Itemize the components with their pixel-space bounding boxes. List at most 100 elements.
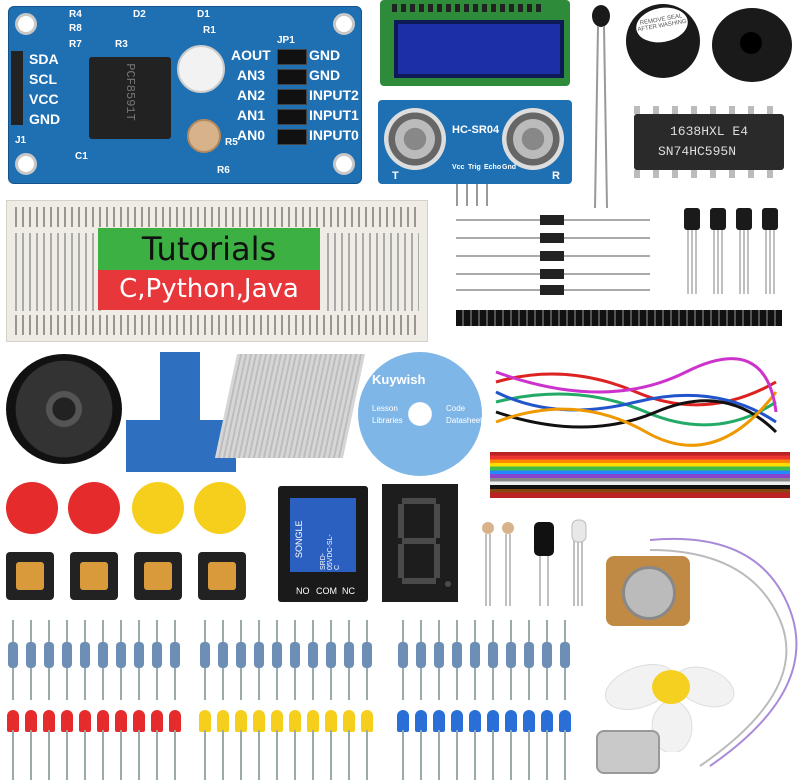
led-lead	[48, 730, 50, 780]
sensor-pins	[456, 184, 496, 206]
pin-header-strip	[456, 310, 782, 326]
led-lead	[138, 730, 140, 780]
resistor	[290, 642, 300, 668]
resistor	[542, 642, 552, 668]
jumper	[277, 129, 307, 145]
tutorials-title: Tutorials	[141, 230, 277, 268]
resistor	[398, 642, 408, 668]
led-lead	[222, 730, 224, 780]
chip-label: PCF8591T	[123, 63, 137, 121]
led	[433, 710, 445, 732]
led	[97, 710, 109, 732]
ic-pins-top	[634, 106, 784, 114]
led-lead	[84, 730, 86, 780]
led-lead	[510, 730, 512, 780]
resistor	[116, 642, 126, 668]
tutorials-banner	[98, 228, 320, 270]
right-label: GND	[309, 47, 341, 63]
led-lead	[294, 730, 296, 780]
temperature-sensor	[592, 5, 610, 209]
led-lead	[240, 730, 242, 780]
led-lead	[30, 730, 32, 780]
resistor	[218, 642, 228, 668]
dupont-ribbon-wires	[490, 452, 790, 498]
mount-hole	[15, 13, 37, 35]
dc-motor	[596, 730, 660, 774]
pin-label-sda: SDA	[29, 51, 59, 67]
resistor	[170, 642, 180, 668]
part-label: C1	[75, 151, 88, 162]
resistor	[488, 642, 498, 668]
pin-label: Gnd	[502, 164, 516, 171]
led-lead	[258, 730, 260, 780]
analog-label: AN0	[237, 127, 266, 143]
led-lead	[438, 730, 440, 780]
ic-marking: 1638HXL E4	[670, 124, 749, 139]
resistor	[434, 642, 444, 668]
jumper-header-label: JP1	[277, 35, 295, 46]
power-rail	[15, 315, 419, 335]
receive-mark: R	[552, 170, 560, 182]
resistor	[152, 642, 162, 668]
led	[451, 710, 463, 732]
speaker	[6, 354, 122, 464]
cd-item: Code	[446, 404, 466, 413]
resistor	[470, 642, 480, 668]
resistor	[308, 642, 318, 668]
terminal-label: COM	[316, 586, 337, 596]
power-rail	[15, 207, 419, 227]
led	[235, 710, 247, 732]
led-lead	[204, 730, 206, 780]
sensor-label: HC-SR04	[452, 124, 500, 136]
led	[217, 710, 229, 732]
terminal-label: NO	[296, 586, 310, 596]
ultrasonic-transducer	[502, 108, 564, 170]
analog-label: AOUT	[231, 47, 271, 63]
lcd-pin-header	[392, 4, 542, 12]
led	[397, 710, 409, 732]
resistor	[254, 642, 264, 668]
led-lead	[348, 730, 350, 780]
ribbon-cable	[214, 354, 366, 458]
transmit-mark: T	[392, 170, 399, 182]
seven-segment-display	[382, 484, 458, 602]
relay-marking: SRD-05VDC-SL-C	[320, 534, 341, 570]
led-lead	[66, 730, 68, 780]
led	[361, 710, 373, 732]
diodes	[456, 215, 650, 295]
led	[271, 710, 283, 732]
resistor	[62, 642, 72, 668]
seal-sticker-text: REMOVE SEAL AFTER WASHING	[637, 13, 688, 34]
relay-component: SONGLE SRD-05VDC-SL-C	[290, 498, 356, 572]
right-label: GND	[309, 67, 341, 83]
motor-wires	[649, 537, 798, 767]
analog-label: AN2	[237, 87, 266, 103]
part-label: R3	[115, 39, 128, 50]
led	[151, 710, 163, 732]
terminal-strip	[327, 233, 419, 311]
sensors-small-parts	[482, 519, 587, 606]
ic-pins-bottom	[634, 170, 784, 178]
led	[253, 710, 265, 732]
mount-hole	[15, 153, 37, 175]
led-lead	[174, 730, 176, 780]
cd-item: Libraries	[372, 416, 403, 425]
ultrasonic-transducer	[384, 108, 446, 170]
jumper	[277, 69, 307, 85]
potentiometer	[177, 45, 225, 93]
ic-marking: SN74HC595N	[658, 144, 737, 159]
led	[43, 710, 55, 732]
jumper-wires-bundle	[495, 357, 778, 447]
led	[7, 710, 19, 732]
mount-hole	[333, 13, 355, 35]
led-lead	[402, 730, 404, 780]
resistor	[344, 642, 354, 668]
resistor	[98, 642, 108, 668]
cd-item: Lesson	[372, 404, 398, 413]
led	[115, 710, 127, 732]
led	[469, 710, 481, 732]
passive-buzzer	[712, 8, 792, 82]
analog-label: AN3	[237, 67, 266, 83]
pin-label: Vcc	[452, 164, 465, 171]
led-lead	[366, 730, 368, 780]
